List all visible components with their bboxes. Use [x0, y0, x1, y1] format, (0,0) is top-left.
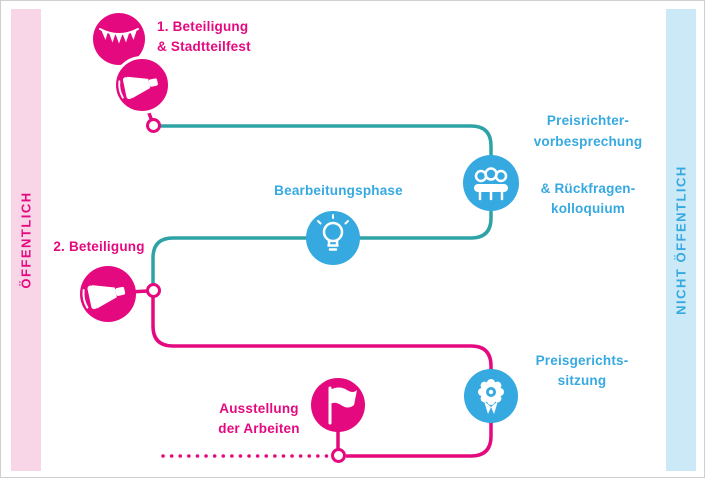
- node-preisrichter: [463, 155, 519, 211]
- connector-dot-1: [146, 118, 161, 133]
- public-band: ÖFFENTLICH: [11, 9, 41, 471]
- flag-icon: [328, 386, 357, 425]
- connector-dot-3: [331, 448, 346, 463]
- label-preisrichter-part1: Preisrichter- vorbesprechung: [533, 113, 643, 149]
- megaphone-icon: [118, 76, 158, 100]
- node-preisgericht: [464, 369, 518, 423]
- flow-line-award-to-dot3: [346, 401, 493, 458]
- node-beteiligung-2: [80, 266, 136, 322]
- label-beteiligung-1: 1. Beteiligung & Stadtteilfest: [157, 19, 251, 55]
- lightbulb-icon: [317, 214, 349, 251]
- megaphone-icon: [82, 285, 126, 310]
- label-bearbeitungsphase: Bearbeitungsphase: [274, 183, 403, 198]
- connector-dot-2: [146, 283, 161, 298]
- node-bearbeitung: [306, 211, 360, 265]
- jury-icon: [474, 167, 508, 201]
- label-preisgericht: Preisgerichts- sitzung: [535, 353, 629, 389]
- bunting-icon: [99, 28, 139, 44]
- node-stadtteilfest-megaphone: [113, 56, 171, 114]
- label-beteiligung-2: 2. Beteiligung: [53, 239, 145, 254]
- rosette-icon: [478, 379, 504, 414]
- flow-line-dot2-to-award: [151, 296, 493, 397]
- label-ausstellung: Ausstellung der Arbeiten: [218, 401, 300, 437]
- node-ausstellung: [311, 378, 365, 432]
- flow-line-dot1-to-jury: [160, 124, 493, 183]
- label-preisrichter: Preisrichter- vorbesprechung & Rückfrage…: [513, 91, 663, 240]
- label-preisrichter-part2: & Rückfragen- kolloquium: [540, 181, 636, 217]
- non-public-band: NICHT ÖFFENTLICH: [666, 9, 696, 471]
